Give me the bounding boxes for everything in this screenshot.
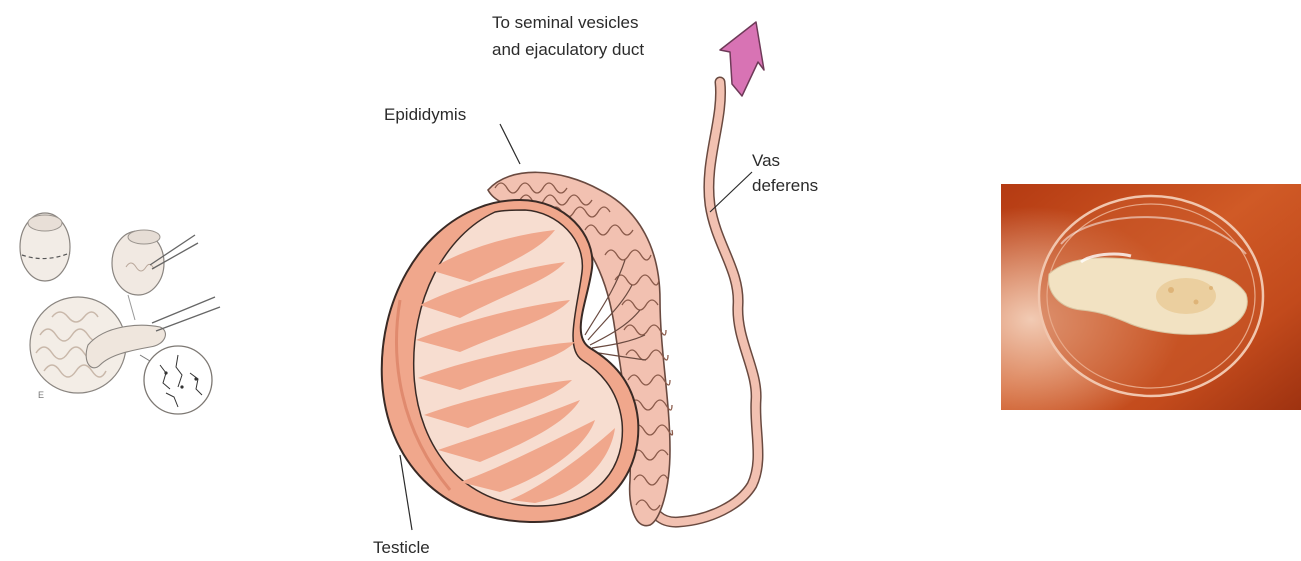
label-epididymis: Epididymis (384, 104, 466, 126)
panel-letter: E (38, 384, 44, 406)
anatomy-diagram (360, 0, 860, 561)
intact-testis-drawing (20, 213, 70, 281)
opened-testis-drawing (112, 230, 198, 295)
microscope-view-drawing (140, 346, 212, 414)
petri-dish-photo (1001, 184, 1301, 410)
direction-arrow (720, 22, 764, 96)
label-vas-deferens-line2: deferens (752, 175, 818, 197)
label-vas-deferens-line1: Vas (752, 150, 780, 172)
label-seminal-vesicles-line1: To seminal vesicles (492, 12, 638, 34)
procedure-illustration (10, 205, 240, 420)
label-testicle: Testicle (373, 537, 430, 559)
label-seminal-vesicles-line2: and ejaculatory duct (492, 39, 644, 61)
